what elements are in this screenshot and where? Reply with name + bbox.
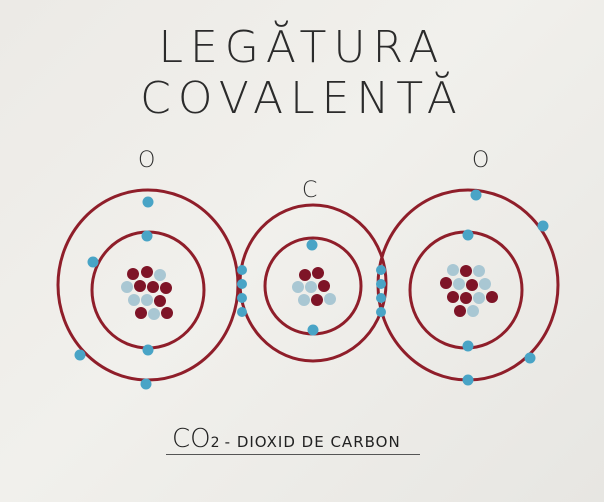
proton — [161, 307, 173, 319]
electron — [237, 307, 247, 317]
neutron — [473, 292, 485, 304]
proton — [127, 268, 139, 280]
neutron — [154, 269, 166, 281]
proton — [147, 281, 159, 293]
neutron — [447, 264, 459, 276]
proton — [311, 294, 323, 306]
electron — [462, 340, 474, 352]
proton — [154, 295, 166, 307]
electron — [74, 349, 86, 361]
neutron — [292, 281, 304, 293]
bond-left — [237, 265, 247, 317]
electron — [140, 378, 152, 390]
proton — [447, 291, 459, 303]
caption-text: - DIOXID DE CARBON — [224, 433, 401, 451]
electron — [376, 307, 386, 317]
neutron — [305, 281, 317, 293]
electron — [237, 279, 247, 289]
proton — [299, 269, 311, 281]
electron — [524, 352, 536, 364]
neutron — [453, 278, 465, 290]
proton — [460, 265, 472, 277]
proton — [460, 292, 472, 304]
page-title: LEGĂTURA COVALENTĂ — [140, 22, 464, 124]
neutron — [298, 294, 310, 306]
caption-underline — [166, 454, 420, 455]
proton — [135, 307, 147, 319]
neutron — [141, 294, 153, 306]
electron — [462, 229, 474, 241]
atom-label-oxygen-right: O — [472, 148, 490, 173]
neutron — [467, 305, 479, 317]
neutron — [473, 265, 485, 277]
electrons — [74, 189, 549, 390]
formula: CO — [172, 424, 211, 454]
electron — [307, 324, 319, 336]
electron — [537, 220, 549, 232]
inner-shell-oxygen-right — [408, 230, 524, 350]
nucleus-oxygen-right — [440, 264, 498, 317]
nucleus-carbon — [292, 267, 336, 306]
proton — [454, 305, 466, 317]
proton — [134, 280, 146, 292]
proton — [486, 291, 498, 303]
proton — [440, 277, 452, 289]
bond-right — [376, 265, 386, 317]
proton — [466, 279, 478, 291]
proton — [141, 266, 153, 278]
caption: CO2 - DIOXID DE CARBON — [172, 424, 401, 454]
electron — [87, 256, 99, 268]
proton — [160, 282, 172, 294]
neutron — [324, 293, 336, 305]
nucleus-oxygen-left — [121, 266, 173, 320]
electron — [142, 196, 154, 208]
electron — [376, 279, 386, 289]
atom-label-oxygen-left: O — [138, 148, 156, 173]
electron — [306, 239, 318, 251]
electron — [462, 374, 474, 386]
neutron — [479, 278, 491, 290]
electron — [142, 344, 154, 356]
atom-label-carbon: C — [302, 178, 318, 203]
proton — [312, 267, 324, 279]
neutron — [128, 294, 140, 306]
proton — [318, 280, 330, 292]
electron — [470, 189, 482, 201]
electron — [237, 293, 247, 303]
electron — [141, 230, 153, 242]
electron — [376, 293, 386, 303]
electron — [376, 265, 386, 275]
neutron — [121, 281, 133, 293]
formula-subscript: 2 — [210, 435, 220, 451]
neutron — [148, 308, 160, 320]
electron — [237, 265, 247, 275]
bond-electrons — [237, 265, 386, 317]
